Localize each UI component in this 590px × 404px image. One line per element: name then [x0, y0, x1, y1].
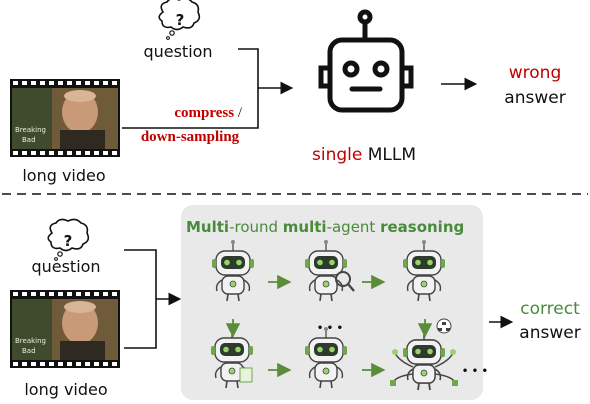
- compress-separator: /: [234, 105, 243, 121]
- top-video-thumbnail: Breaking Bad: [10, 79, 120, 157]
- agent-robot-icon: [305, 240, 355, 302]
- bottom-video-label: long video: [24, 380, 107, 399]
- top-connector: [122, 48, 294, 129]
- agent-robot-icon: [403, 240, 445, 302]
- panel-title-part: multi: [283, 218, 327, 236]
- top-result-answer: answer: [504, 88, 565, 108]
- robot-icon: [318, 9, 414, 113]
- model-label: single MLLM: [312, 145, 416, 165]
- ellipsis-middle: • • •: [317, 323, 343, 334]
- agent-robot-icon: [403, 318, 452, 391]
- panel-title-part: -agent: [327, 218, 381, 236]
- panel-title-part: Multi: [186, 218, 229, 236]
- top-video-text-1: Breaking: [15, 126, 46, 134]
- top-video-text-2: Bad: [22, 136, 36, 144]
- agent-robot-icon: [212, 240, 254, 302]
- agent-robots: [211, 240, 458, 391]
- agent-robot-icon: [305, 327, 347, 389]
- bottom-result-word: correct: [520, 299, 580, 319]
- panel-title-part: -round: [229, 218, 283, 236]
- top-video-label: long video: [22, 166, 105, 185]
- bottom-result-answer: answer: [519, 323, 580, 343]
- bottom-question-label: question: [31, 257, 100, 276]
- bottom-connector: [124, 249, 182, 349]
- panel-title-part: reasoning: [380, 218, 464, 236]
- top-question-label: question: [143, 42, 212, 61]
- question-bubble-icon: ?: [158, 0, 201, 40]
- question-bubble-icon: ?: [47, 218, 90, 261]
- ellipsis-right: • • •: [462, 366, 488, 377]
- compress-word: compress: [174, 105, 234, 121]
- compress-label: compress /: [174, 105, 242, 121]
- bottom-video-thumbnail: Breaking Bad: [10, 290, 120, 368]
- model-label-prefix: single: [312, 145, 362, 165]
- top-result-word: wrong: [509, 63, 562, 83]
- agent-flow-arrows: [225, 274, 433, 378]
- agent-robot-icon: [211, 327, 253, 389]
- bottom-video-text-2: Bad: [22, 347, 36, 355]
- svg-text:?: ?: [176, 11, 185, 29]
- downsampling-label: down-sampling: [141, 129, 240, 145]
- bottom-video-text-1: Breaking: [15, 337, 46, 345]
- model-label-suffix: MLLM: [362, 145, 416, 165]
- panel-title: Multi-round multi-agent reasoning: [186, 218, 464, 236]
- svg-text:?: ?: [64, 232, 73, 250]
